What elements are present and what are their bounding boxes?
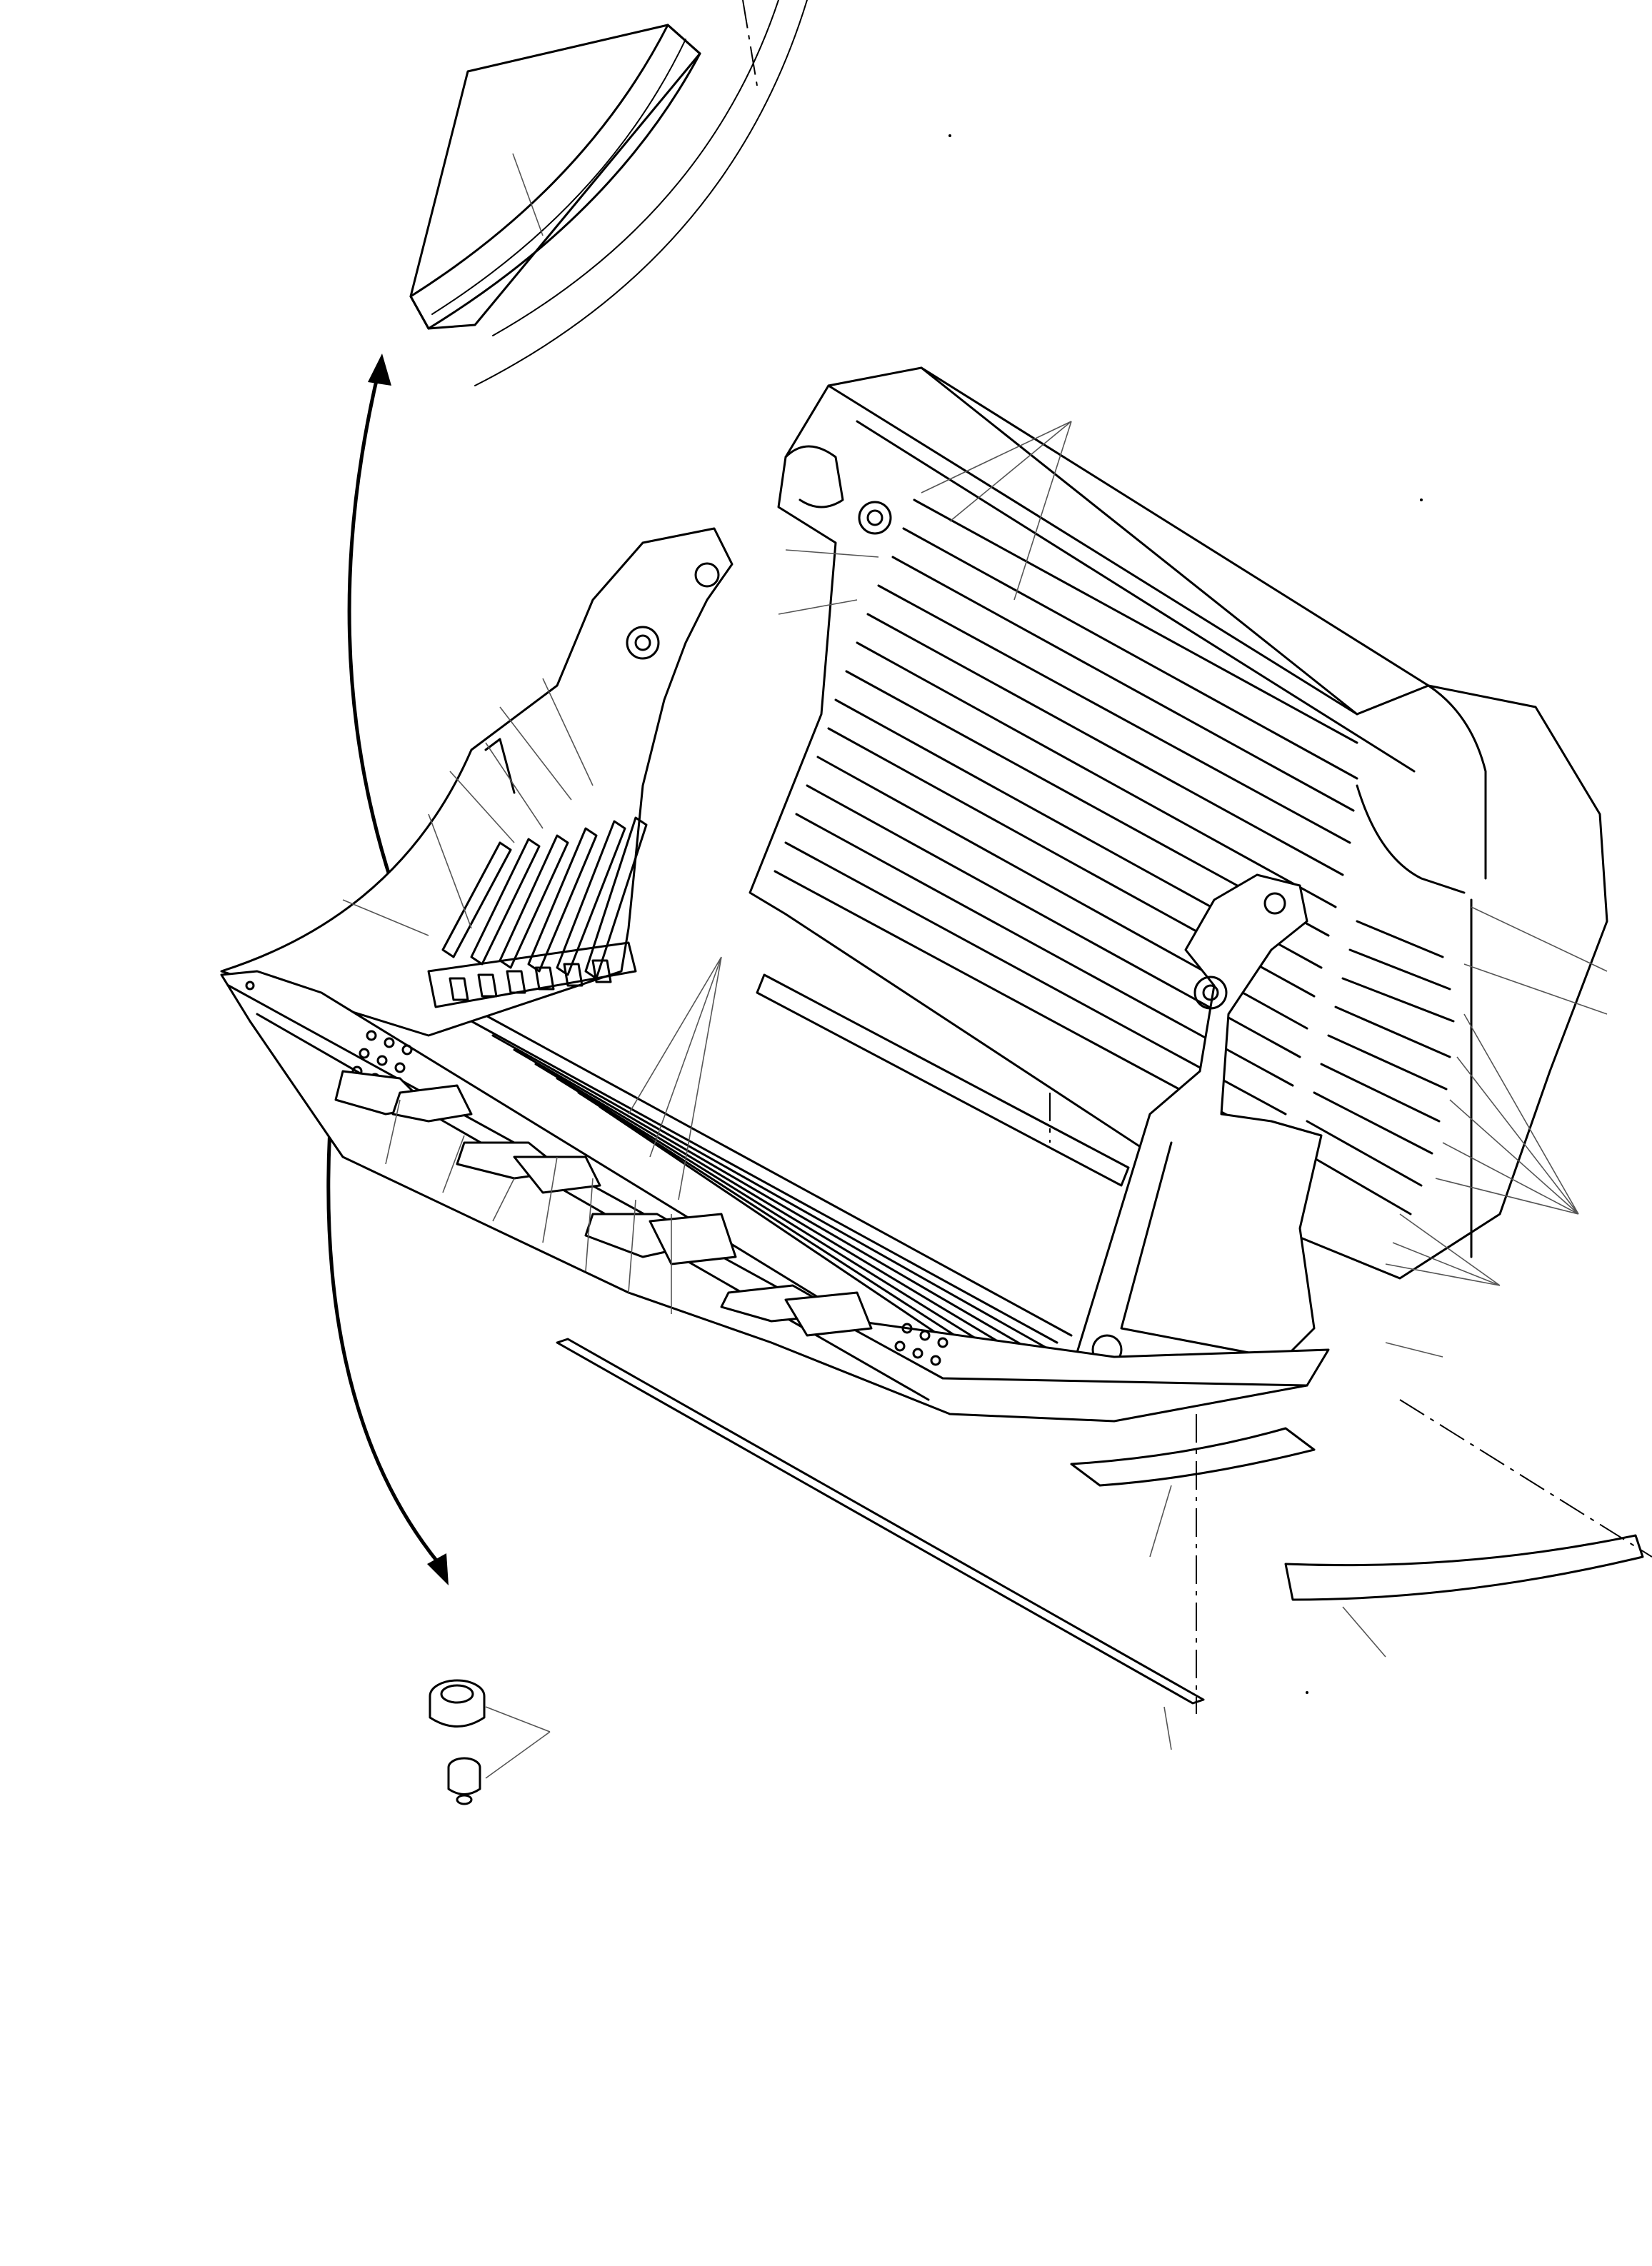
- bucket-side-plate-left: [220, 527, 734, 1037]
- wear-segment-upper: [409, 0, 808, 386]
- back-liner-slots: [774, 498, 1455, 1215]
- bucket-floor-liner-grid: [456, 973, 1130, 1387]
- rotation-arrow-up: [347, 354, 394, 884]
- tooth-bushing: [429, 1679, 486, 1728]
- leader-lines: [342, 421, 1608, 1779]
- lower-wear-segment-small: [1070, 1427, 1316, 1487]
- artifact-dots: [948, 134, 1423, 1694]
- lower-wear-segment-large: [1284, 1534, 1644, 1601]
- side-plate-left-slots: [427, 816, 648, 1008]
- centre-lines: [1049, 1093, 1652, 1714]
- rotation-arrow-down: [326, 1055, 449, 1585]
- bottom-wear-strip: [556, 1338, 1205, 1705]
- tooth-pin: [447, 1757, 481, 1805]
